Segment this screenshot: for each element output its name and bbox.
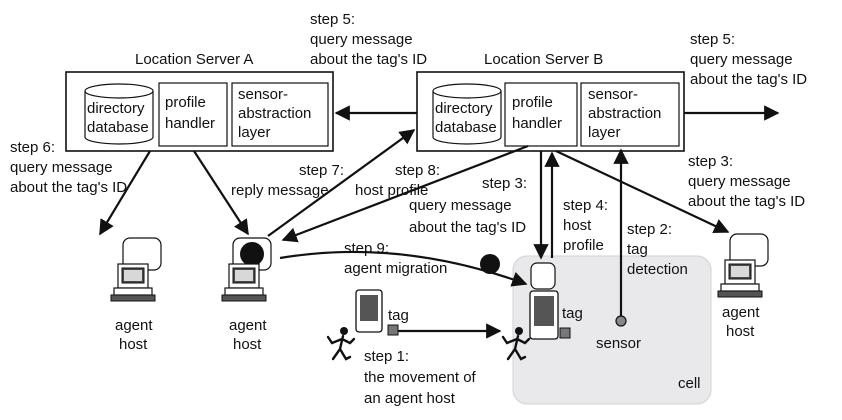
- arrows: [99, 105, 780, 339]
- server-b-db-line1: directory: [435, 100, 493, 117]
- agent-host-right: agent host: [717, 233, 769, 340]
- server-a-title: Location Server A: [135, 51, 253, 68]
- step3-right-line2: query message: [688, 173, 791, 190]
- migrating-agent-dot: [480, 254, 500, 274]
- server-b-sensor-line1: sensor-: [588, 86, 638, 103]
- cell-region: [512, 255, 712, 405]
- step3-center-line2: query message: [409, 197, 512, 214]
- arrow-step8: [281, 144, 529, 243]
- agent-host-right-line1: agent: [722, 304, 760, 321]
- arrow-step7: [267, 129, 416, 237]
- tag-icon-cell: [559, 327, 571, 339]
- step7-line2: reply message: [231, 182, 329, 199]
- arrow-step3-right: [555, 150, 730, 234]
- step2-line3: detection: [627, 261, 688, 278]
- sensor-icon: [615, 315, 627, 327]
- step3-center-line3: about the tag's ID: [409, 219, 526, 236]
- step7-line1: step 7:: [299, 162, 344, 179]
- arrow-step6: [99, 150, 151, 236]
- server-a-sensor-line3: layer: [238, 124, 271, 141]
- server-b-title: Location Server B: [484, 51, 603, 68]
- server-b-sensor-line2: abstraction: [588, 105, 661, 122]
- server-b-profile-line1: profile: [512, 94, 553, 111]
- step8-line2: host profile: [355, 182, 428, 199]
- agent-dot: [240, 242, 264, 266]
- location-server-b: Location Server B directory database pro…: [416, 51, 685, 152]
- agent-host-left-line2: host: [119, 336, 148, 353]
- step3-center-line1: step 3:: [482, 175, 527, 192]
- server-b-sensor-layer: [580, 82, 680, 147]
- agent-host-left-line1: agent: [115, 317, 153, 334]
- step6-line1: step 6:: [10, 139, 55, 156]
- step3-right-line1: step 3:: [688, 153, 733, 170]
- step4-line1: step 4:: [563, 197, 608, 214]
- tag-label-cell: tag: [562, 305, 583, 322]
- step5-right-line1: step 5:: [690, 31, 735, 48]
- server-b-db-line2: database: [435, 119, 497, 136]
- server-a-sensor-line2: abstraction: [238, 105, 311, 122]
- step1-line3: an agent host: [364, 390, 456, 407]
- server-a-profile-handler: [158, 82, 228, 147]
- server-b-sensor-line3: layer: [588, 124, 621, 141]
- agent-host-mid: agent host: [221, 237, 272, 353]
- agent-host-mid-line2: host: [233, 336, 262, 353]
- step1-line1: step 1:: [364, 348, 409, 365]
- step4-line3: profile: [563, 237, 604, 254]
- step5-top-line2: query message: [310, 31, 413, 48]
- arrow-step6-host: [193, 150, 249, 236]
- tag-icon: [387, 324, 399, 336]
- cell-label: cell: [678, 375, 701, 392]
- moving-host-before: tag: [326, 289, 409, 361]
- server-a-db-line2: database: [87, 119, 149, 136]
- server-a-profile-line2: handler: [165, 115, 215, 132]
- sensor-label: sensor: [596, 335, 641, 352]
- agent-host-right-line2: host: [726, 323, 755, 340]
- step2-line2: tag: [627, 241, 648, 258]
- server-b-profile-handler: [504, 82, 578, 147]
- server-a-sensor-line1: sensor-: [238, 86, 288, 103]
- step5-right-line2: query message: [690, 51, 793, 68]
- agent-host-mid-line1: agent: [229, 317, 267, 334]
- step3-right-line3: about the tag's ID: [688, 193, 805, 210]
- step5-top-line3: about the tag's ID: [310, 51, 427, 68]
- step4-line2: host: [563, 217, 592, 234]
- server-a-directory-database: directory database: [84, 83, 154, 145]
- location-server-a: Location Server A directory database pro…: [65, 51, 334, 152]
- step6-line3: about the tag's ID: [10, 179, 127, 196]
- tag-label-left: tag: [388, 307, 409, 324]
- step1-line2: the movement of: [364, 369, 477, 386]
- step8-line1: step 8:: [395, 162, 440, 179]
- arrow-step9: [279, 250, 528, 287]
- server-b-directory-database: directory database: [432, 83, 502, 145]
- step5-top-line1: step 5:: [310, 11, 355, 28]
- server-a-sensor-layer: [231, 82, 329, 147]
- step2-line1: step 2:: [627, 221, 672, 238]
- server-b-profile-line2: handler: [512, 115, 562, 132]
- server-a-profile-line1: profile: [165, 94, 206, 111]
- agent-host-left: agent host: [110, 237, 162, 353]
- server-a-db-line1: directory: [87, 100, 145, 117]
- step9-line1: step 9:: [344, 240, 389, 257]
- step5-right-line3: about the tag's ID: [690, 71, 807, 88]
- step6-line2: query message: [10, 159, 113, 176]
- host-in-cell: tag: [501, 262, 583, 361]
- step9-line2: agent migration: [344, 260, 447, 277]
